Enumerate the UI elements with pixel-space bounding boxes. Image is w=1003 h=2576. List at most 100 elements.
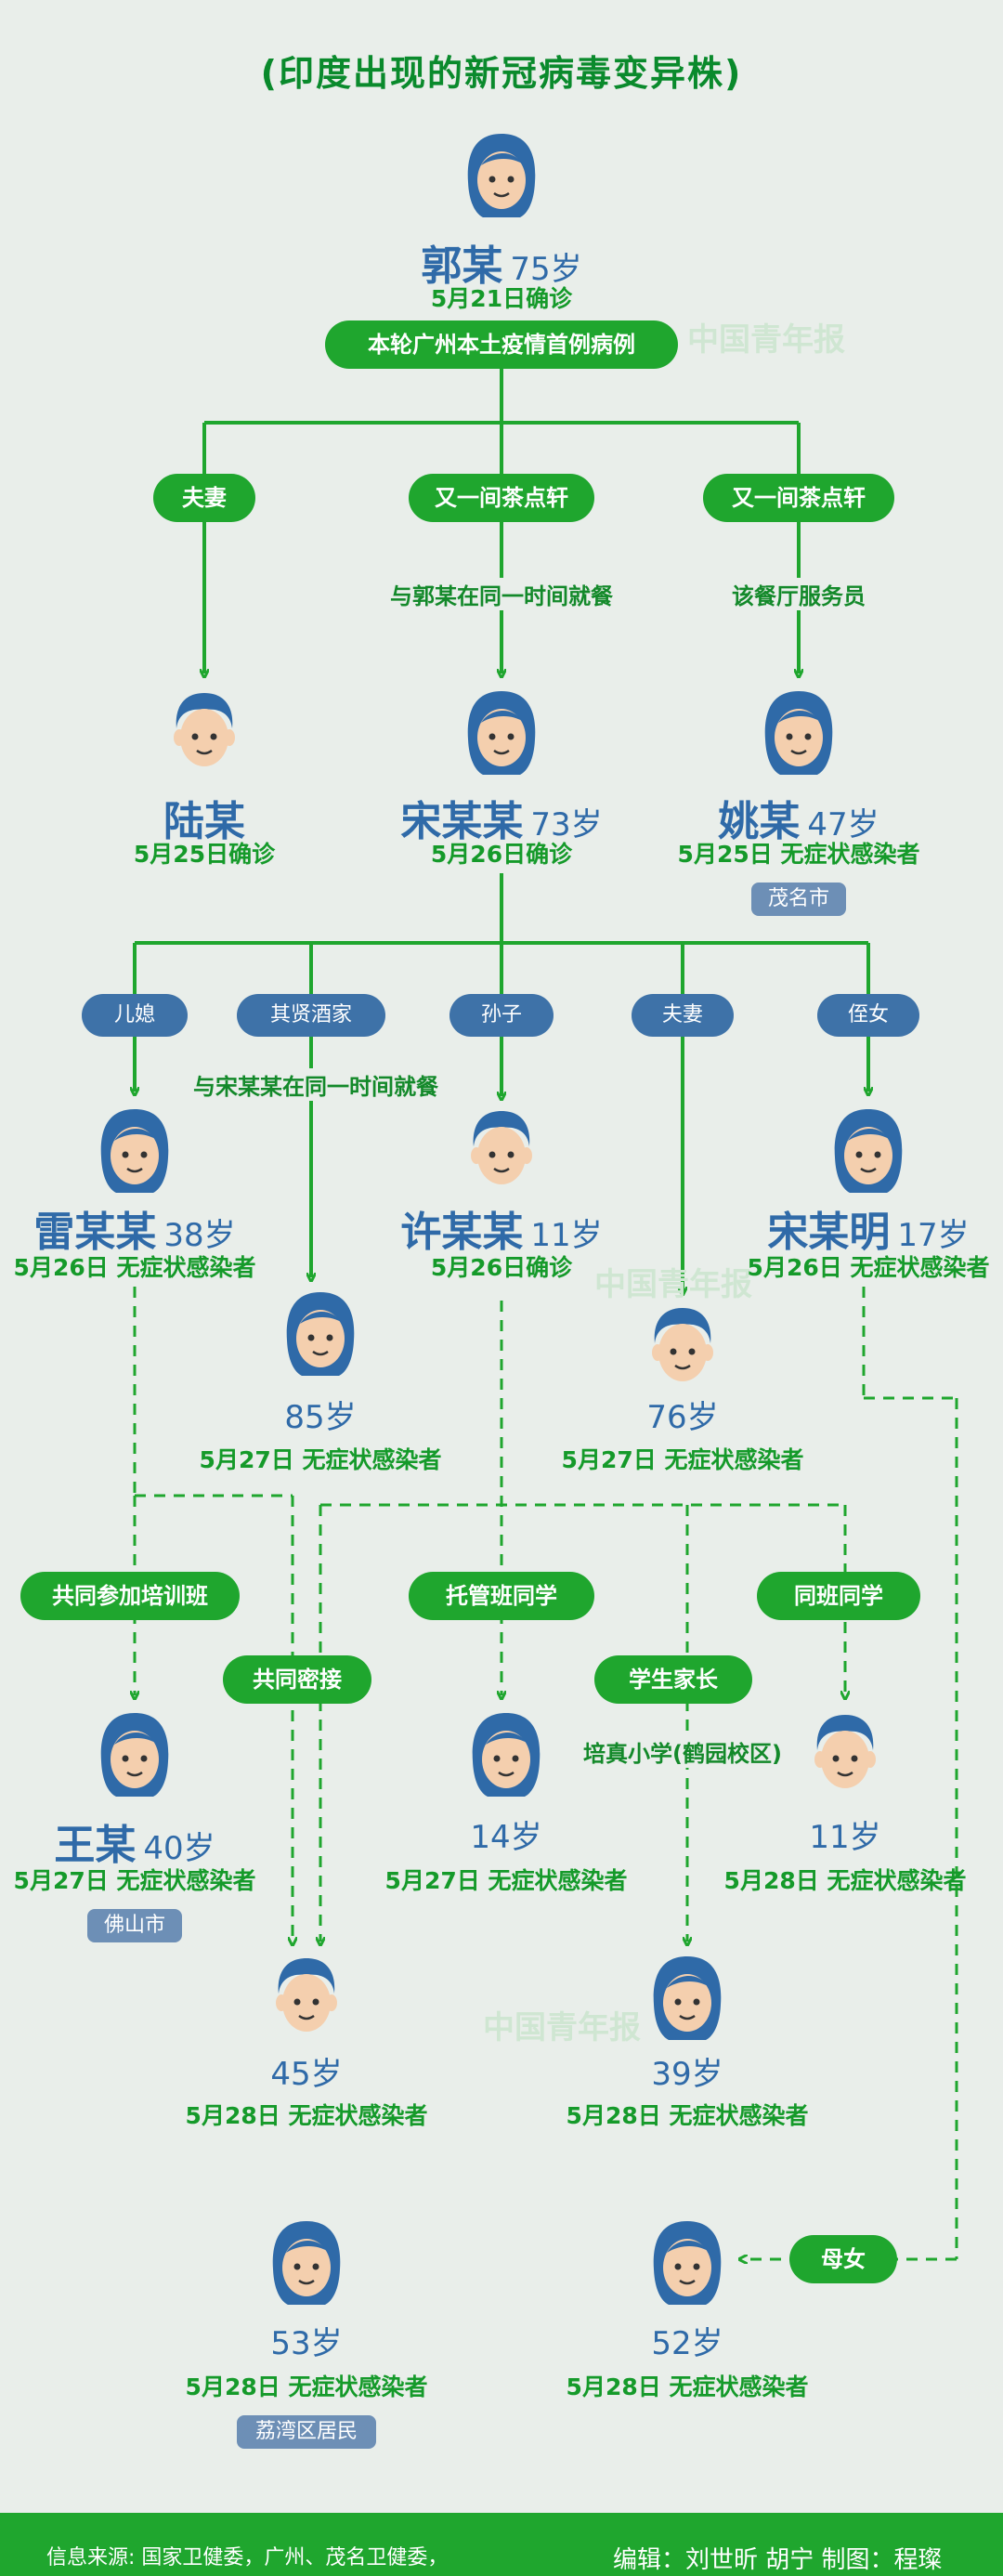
person-status-date: 5月27日 无症状感染者 xyxy=(199,1446,442,1473)
person-name: 11岁 xyxy=(809,1811,880,1857)
person-status-date: 5月26日 无症状感染者 xyxy=(13,1254,256,1281)
female-avatar-icon xyxy=(752,686,845,778)
relation-husband-wife: 夫妻 xyxy=(632,994,734,1037)
person-age: 38岁 xyxy=(163,1217,236,1254)
watermark: 中国青年报 xyxy=(687,321,845,359)
relation-training: 共同参加培训班 xyxy=(20,1572,240,1620)
female-avatar-icon xyxy=(88,1104,181,1196)
female-avatar-icon xyxy=(460,1707,553,1800)
watermark: 中国青年报 xyxy=(483,2009,641,2046)
person-status-date: 5月27日 无症状感染者 xyxy=(561,1446,804,1473)
footer-source: 信息来源: 国家卫健委，广州、茂名卫健委， xyxy=(46,2546,449,2569)
person-status-date: 5月26日确诊 xyxy=(430,1254,573,1281)
male-avatar-icon xyxy=(455,1104,548,1196)
edge-school: 培真小学(鹤园校区) xyxy=(580,1735,786,1768)
edge-same-time-guo: 与郭某在同一时间就餐 xyxy=(386,578,617,610)
person-status-date: 5月26日确诊 xyxy=(430,841,573,868)
male-avatar-icon xyxy=(636,1301,729,1393)
location-tag: 荔湾区居民 xyxy=(237,2415,376,2449)
person-status-date: 5月27日 无症状感染者 xyxy=(13,1867,256,1894)
person-age: 45岁 xyxy=(270,2056,343,2093)
relation-mother-daughter: 母女 xyxy=(789,2235,897,2283)
male-avatar-icon xyxy=(158,686,251,778)
location-tag: 茂名市 xyxy=(751,883,846,916)
person-name: 76岁 xyxy=(646,1392,718,1437)
female-avatar-icon xyxy=(88,1707,181,1800)
footer-credits: 编辑：刘世昕 胡宁 制图：程璨 xyxy=(613,2546,943,2574)
person-age: 14岁 xyxy=(470,1819,542,1856)
watermark: 中国青年报 xyxy=(594,1266,752,1303)
person-name-text: 姚某 xyxy=(718,798,801,845)
person-name-text: 宋某明 xyxy=(767,1209,891,1256)
person-name-text: 郭某 xyxy=(421,242,503,290)
person-name: 陆某 xyxy=(163,788,245,847)
female-avatar-icon xyxy=(822,1104,915,1196)
location-tag: 佛山市 xyxy=(87,1909,182,1942)
person-name: 39岁 xyxy=(651,2048,723,2094)
person-name: 85岁 xyxy=(284,1392,356,1437)
person-age: 73岁 xyxy=(530,806,603,843)
person-status-date: 5月25日确诊 xyxy=(133,841,276,868)
person-age: 52岁 xyxy=(651,2325,723,2362)
edge-waiter: 该餐厅服务员 xyxy=(728,578,869,610)
person-age: 11岁 xyxy=(530,1217,603,1254)
person-age: 76岁 xyxy=(646,1399,719,1436)
relation-teahouse: 又一间茶点轩 xyxy=(409,474,594,522)
person-name: 53岁 xyxy=(270,2318,342,2363)
relation-close-contact: 共同密接 xyxy=(223,1655,371,1704)
relation-husband-wife: 夫妻 xyxy=(153,474,255,522)
female-avatar-icon xyxy=(641,2216,734,2308)
relation-childcare: 托管班同学 xyxy=(409,1572,594,1620)
person-name: 45岁 xyxy=(270,2048,342,2094)
female-avatar-icon xyxy=(260,2216,353,2308)
person-name: 14岁 xyxy=(470,1811,541,1857)
person-status-date: 5月28日 无症状感染者 xyxy=(566,2373,809,2400)
relation-niece: 侄女 xyxy=(817,994,919,1037)
person-age: 11岁 xyxy=(809,1819,881,1856)
relation-classmate: 同班同学 xyxy=(757,1572,920,1620)
person-name-text: 许某某 xyxy=(400,1209,524,1256)
footer: 信息来源: 国家卫健委，广州、茂名卫健委， 编辑：刘世昕 胡宁 制图：程璨 xyxy=(0,2513,1003,2576)
relation-daughter-in-law: 儿媳 xyxy=(82,994,188,1037)
person-status-date: 5月26日 无症状感染者 xyxy=(747,1254,990,1281)
person-status-date: 5月28日 无症状感染者 xyxy=(185,2102,428,2129)
relation-parent: 学生家长 xyxy=(594,1655,752,1704)
person-status-date: 5月25日 无症状感染者 xyxy=(677,841,920,868)
person-age: 47岁 xyxy=(807,806,879,843)
person-age: 85岁 xyxy=(284,1399,357,1436)
first-case-label: 本轮广州本土疫情首例病例 xyxy=(325,320,678,369)
relation-grandson: 孙子 xyxy=(449,994,554,1037)
person-status-date: 5月28日 无症状感染者 xyxy=(566,2102,809,2129)
relation-teahouse: 又一间茶点轩 xyxy=(703,474,894,522)
female-avatar-icon xyxy=(274,1287,367,1380)
male-avatar-icon xyxy=(799,1707,892,1800)
person-status-date: 5月28日 无症状感染者 xyxy=(723,1867,967,1894)
male-avatar-icon xyxy=(260,1951,353,2044)
person-age: 17岁 xyxy=(897,1217,970,1254)
person-name-text: 雷某某 xyxy=(33,1209,157,1256)
person-age: 53岁 xyxy=(270,2325,343,2362)
relation-restaurant: 其贤酒家 xyxy=(237,994,385,1037)
person-name: 52岁 xyxy=(651,2318,723,2363)
person-status-date: 5月28日 无症状感染者 xyxy=(185,2373,428,2400)
female-avatar-icon xyxy=(455,128,548,221)
person-name-text: 宋某某 xyxy=(400,798,524,845)
edge-same-time-song: 与宋某某在同一时间就餐 xyxy=(189,1068,442,1101)
person-age: 39岁 xyxy=(651,2056,723,2093)
person-age: 75岁 xyxy=(510,251,582,288)
person-status-date: 5月27日 无症状感染者 xyxy=(384,1867,628,1894)
person-name-text: 陆某 xyxy=(163,798,245,845)
female-avatar-icon xyxy=(455,686,548,778)
person-status-date: 5月21日确诊 xyxy=(430,285,573,312)
person-age: 40岁 xyxy=(143,1830,215,1867)
female-avatar-icon xyxy=(641,1951,734,2044)
